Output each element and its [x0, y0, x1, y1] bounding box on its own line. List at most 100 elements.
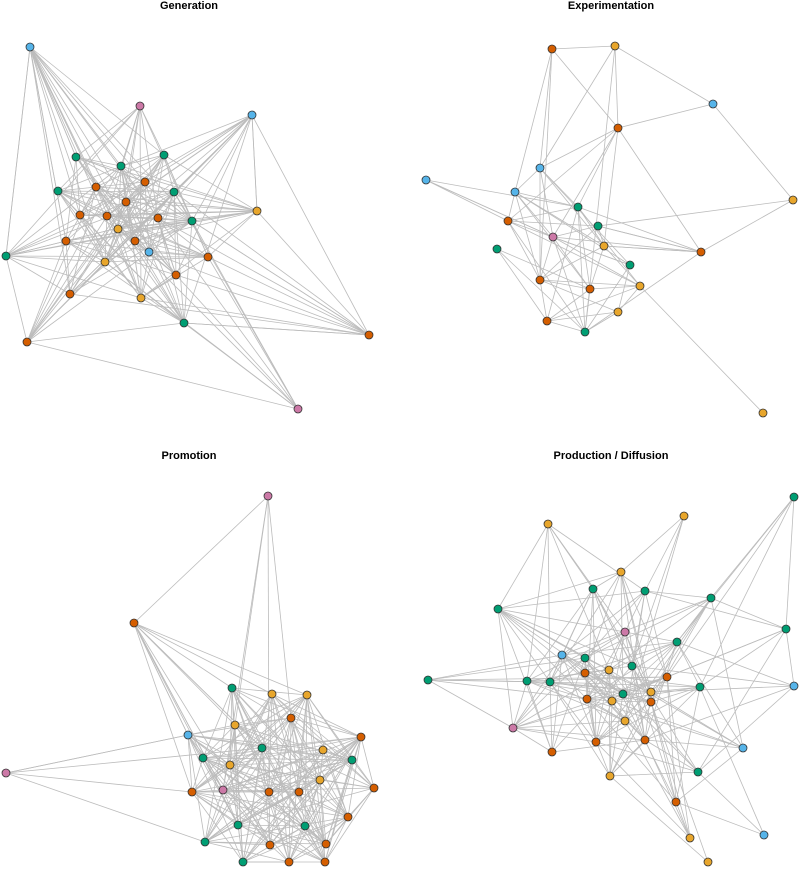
generation-edge	[117, 210, 258, 230]
experimentation-node-red	[542, 316, 552, 326]
production-node-green	[695, 682, 705, 692]
experimentation-edge	[539, 45, 616, 169]
generation-edge	[117, 228, 209, 258]
generation-node-blue	[247, 110, 257, 120]
promotion-edge	[5, 734, 189, 774]
generation-edge	[57, 105, 141, 192]
generation-edge	[256, 210, 370, 336]
production-node-orange	[646, 687, 656, 697]
promotion-edge	[234, 724, 375, 789]
generation-edge	[65, 240, 106, 263]
experimentation-edge	[425, 179, 509, 222]
generation-edge	[148, 220, 193, 253]
production-node-red	[671, 797, 681, 807]
promotion-edge	[133, 495, 269, 624]
generation-edge	[29, 46, 71, 295]
production-edge	[608, 669, 613, 702]
generation-edge	[104, 220, 193, 263]
promotion-edge	[204, 816, 349, 843]
edges-generation	[5, 46, 370, 410]
experimentation-edge	[589, 245, 605, 290]
promotion-edge	[267, 495, 292, 719]
promotion-edge	[298, 749, 324, 793]
production-edge	[609, 700, 613, 777]
promotion-edge	[204, 789, 224, 843]
production-edge	[697, 685, 795, 773]
promotion-edge	[288, 694, 308, 863]
promotion-edge	[261, 747, 270, 793]
production-edge	[620, 515, 685, 573]
promotion-edge	[187, 734, 193, 793]
production-node-green	[423, 675, 433, 685]
production-edge	[650, 701, 691, 839]
production-edge	[676, 641, 795, 687]
production-node-pink	[620, 627, 630, 637]
generation-node-red	[130, 236, 140, 246]
experimentation-edge	[617, 285, 641, 313]
promotion-node-orange	[315, 775, 325, 785]
promotion-edge	[187, 734, 300, 793]
production-node-green	[493, 604, 503, 614]
production-edge	[611, 686, 701, 702]
generation-edge	[175, 274, 370, 336]
production-edge	[561, 597, 712, 656]
production-edge	[497, 608, 613, 702]
production-node-red	[580, 668, 590, 678]
production-edge	[644, 515, 685, 592]
experimentation-edge	[539, 236, 554, 281]
production-node-green	[618, 689, 628, 699]
production-edge	[584, 597, 712, 659]
production-edge	[644, 739, 699, 773]
generation-edge	[26, 114, 253, 343]
promotion-node-pink	[218, 785, 228, 795]
production-edge	[549, 681, 553, 753]
generation-node-orange	[100, 257, 110, 267]
generation-edge	[5, 240, 67, 257]
production-edge	[675, 801, 691, 839]
production-node-red	[547, 747, 557, 757]
production-edge	[624, 631, 652, 693]
experimentation-node-red	[585, 284, 595, 294]
promotion-edge	[324, 816, 349, 863]
generation-edge	[69, 186, 97, 295]
generation-node-red	[364, 330, 374, 340]
generation-edge	[5, 46, 31, 257]
promotion-edge	[204, 693, 273, 843]
production-node-orange	[616, 567, 626, 577]
promotion-node-green	[227, 683, 237, 693]
production-edge	[512, 654, 563, 729]
production-edge	[710, 597, 744, 749]
production-edge	[650, 701, 709, 863]
generation-edge	[117, 114, 253, 230]
panel-title-generation: Generation	[160, 0, 218, 12]
generation-edge	[125, 191, 175, 203]
production-edge	[697, 628, 787, 773]
promotion-edge	[133, 622, 189, 736]
promotion-edge	[242, 791, 300, 863]
experimentation-edge	[552, 236, 586, 333]
generation-node-green	[187, 216, 197, 226]
production-node-red	[662, 672, 672, 682]
production-node-green	[545, 677, 555, 687]
promotion-node-red	[356, 732, 366, 742]
production-edge	[526, 680, 626, 722]
generation-node-red	[140, 177, 150, 187]
promotion-edge	[261, 747, 271, 846]
generation-edge	[65, 210, 258, 242]
production-edge	[644, 590, 712, 599]
generation-edge	[26, 186, 97, 343]
promotion-edge	[187, 734, 244, 863]
production-node-orange	[543, 519, 553, 529]
promotion-edge	[5, 772, 193, 793]
experimentation-edge	[539, 279, 619, 313]
network-generation	[1, 42, 374, 414]
experimentation-node-pink	[548, 232, 558, 242]
generation-node-green	[71, 152, 81, 162]
promotion-edge	[202, 724, 236, 759]
generation-node-green	[159, 150, 169, 160]
production-edge	[427, 657, 586, 681]
generation-edge	[120, 165, 193, 222]
generation-edge	[106, 215, 209, 258]
production-node-green	[781, 624, 791, 634]
generation-node-orange	[113, 224, 123, 234]
